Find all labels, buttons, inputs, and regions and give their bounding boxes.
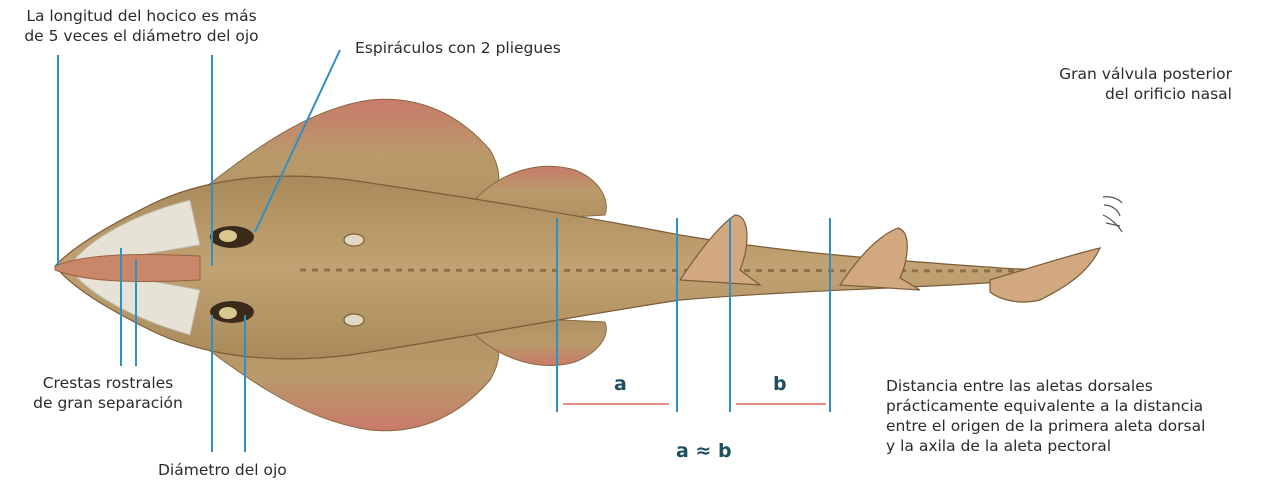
eye-diameter-label: Diámetro del ojo	[158, 460, 287, 480]
dorsal-distance-label: Distancia entre las aletas dorsales prác…	[886, 376, 1205, 456]
nasal-valve-label-line-1: Gran válvula posterior	[1020, 64, 1232, 84]
distance-label-line-2: prácticamente equivalente a la distancia	[886, 396, 1205, 416]
a-approx-b-label: a ≈ b	[676, 440, 732, 462]
spiracles-label: Espiráculos con 2 pliegues	[355, 38, 561, 58]
snout-label-line-2: de 5 veces el diámetro del ojo	[4, 26, 279, 46]
rostral-label-line-2: de gran separación	[12, 393, 204, 413]
distance-label-line-3: entre el origen de la primera aleta dors…	[886, 416, 1205, 436]
rostral-label-line-1: Crestas rostrales	[12, 373, 204, 393]
nasal-valve-label: Gran válvula posterior del orificio nasa…	[1020, 64, 1232, 104]
nasal-valve-label-line-2: del orificio nasal	[1020, 84, 1232, 104]
caudal-fin	[990, 248, 1100, 302]
nasal-valve-sketch	[1103, 197, 1122, 232]
rostral-crests-label: Crestas rostrales de gran separación	[12, 373, 204, 413]
distance-label-line-1: Distancia entre las aletas dorsales	[886, 376, 1205, 396]
snout-label: La longitud del hocico es más de 5 veces…	[4, 6, 279, 46]
distance-label-line-4: y la axila de la aleta pectoral	[886, 436, 1205, 456]
distance-b-label: b	[773, 373, 787, 395]
snout-label-line-1: La longitud del hocico es más	[4, 6, 279, 26]
distance-a-label: a	[614, 373, 627, 395]
